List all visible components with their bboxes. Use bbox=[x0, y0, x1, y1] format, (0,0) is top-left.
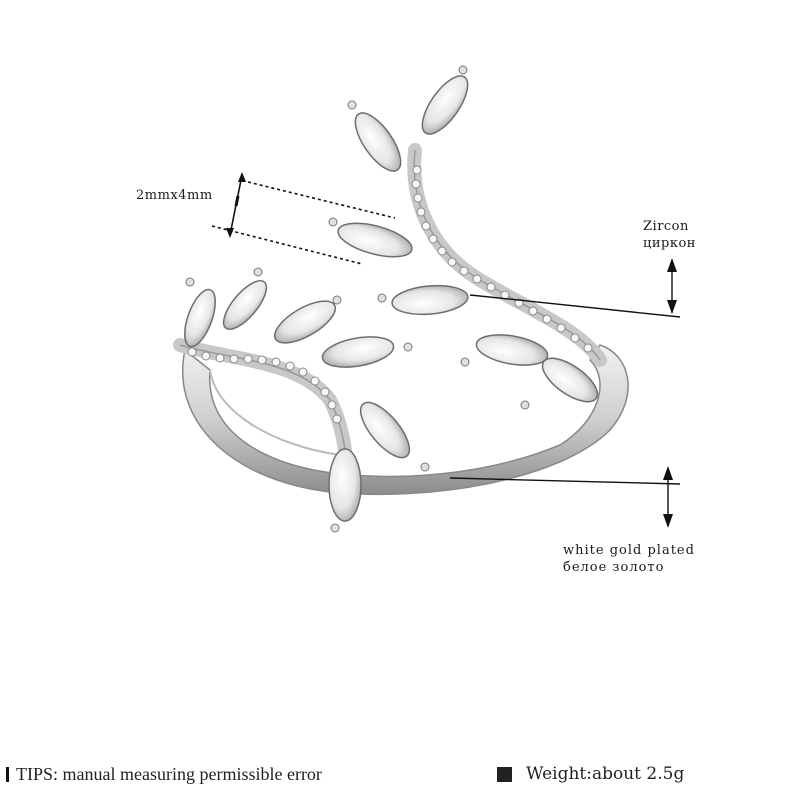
stone-2 bbox=[354, 112, 402, 172]
pave-stones bbox=[187, 165, 593, 424]
stone-size-indicator bbox=[211, 172, 396, 265]
stone-5 bbox=[475, 334, 549, 366]
square-marker-icon bbox=[497, 766, 512, 782]
plating-pointer bbox=[449, 466, 681, 528]
stone-4 bbox=[391, 284, 469, 316]
zircon-pointer bbox=[469, 258, 681, 318]
prongs bbox=[185, 65, 530, 533]
plating-label-en: white gold plated bbox=[563, 543, 695, 558]
stone-9 bbox=[273, 300, 337, 344]
weight-text: Weight:about 2.5g bbox=[526, 764, 685, 784]
stone-6 bbox=[541, 357, 599, 403]
tips-note: TIPS: manual measuring permissible error bbox=[6, 764, 322, 785]
zircon-label-ru: циркон bbox=[643, 236, 696, 251]
zircon-label-en: Zircon bbox=[643, 219, 689, 234]
plating-label: white gold plated белое золото bbox=[563, 542, 695, 576]
plating-label-ru: белое золото bbox=[563, 560, 665, 575]
marquise-stones bbox=[184, 75, 599, 522]
bar-marker-icon bbox=[6, 767, 9, 782]
stone-3 bbox=[337, 222, 413, 258]
stone-11 bbox=[359, 401, 411, 459]
stone-8 bbox=[222, 280, 268, 330]
stone-size-label: 2mmx4mm bbox=[136, 188, 213, 203]
stone-10 bbox=[321, 336, 395, 368]
stone-7 bbox=[184, 288, 216, 348]
stone-12 bbox=[328, 448, 362, 522]
stone-1 bbox=[421, 75, 469, 135]
weight-note: Weight:about 2.5g bbox=[497, 764, 684, 784]
tips-text: TIPS: manual measuring permissible error bbox=[16, 764, 322, 784]
zircon-label: Zircon циркон bbox=[643, 218, 696, 252]
